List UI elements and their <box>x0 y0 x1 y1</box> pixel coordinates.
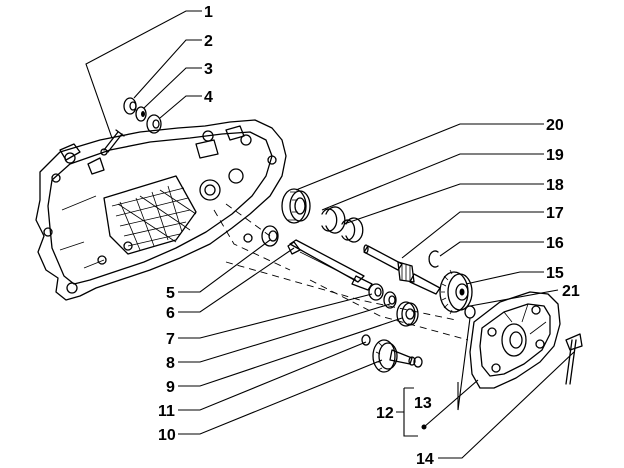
crankcase-housing <box>35 119 287 301</box>
label-5: 5 <box>166 285 175 302</box>
label-3: 3 <box>204 61 213 78</box>
label-10: 10 <box>158 427 176 444</box>
part-clip-16 <box>428 250 439 268</box>
part-seal-4 <box>146 114 162 134</box>
label-15: 15 <box>546 265 564 282</box>
assembly-lines <box>213 203 469 341</box>
part-bearing-9 <box>396 301 419 327</box>
part-nut-2 <box>123 97 137 115</box>
label-14: 14 <box>416 451 434 468</box>
label-11: 11 <box>158 403 175 420</box>
part-gear-10 <box>372 339 416 373</box>
label-21: 21 <box>562 283 580 300</box>
label-4: 4 <box>204 89 213 106</box>
label-7: 7 <box>166 331 175 348</box>
label-12: 12 <box>376 405 394 422</box>
part-washer-7 <box>368 283 384 301</box>
label-20: 20 <box>546 117 564 134</box>
part-bearing-20 <box>281 188 311 224</box>
label-13: 13 <box>414 395 432 412</box>
label-6: 6 <box>166 305 175 322</box>
part-circlip-18 <box>341 217 364 243</box>
label-17: 17 <box>546 205 564 222</box>
part-bearing-5 <box>261 225 279 247</box>
part-cover-12 <box>469 291 561 389</box>
part-ring-8 <box>383 291 397 309</box>
label-18: 18 <box>546 177 564 194</box>
part-gear-15 <box>439 269 473 315</box>
label-8: 8 <box>166 355 175 372</box>
leader-lines <box>85 10 575 459</box>
part-screw-14 <box>565 333 583 385</box>
part-ring-3 <box>135 106 147 122</box>
part-washer-11 <box>361 334 423 368</box>
label-1: 1 <box>204 4 213 21</box>
part-bolt-1 <box>100 129 125 156</box>
label-2: 2 <box>204 33 213 50</box>
part-gear-shaft-17 <box>363 244 441 295</box>
part-labels: 1 2 3 4 5 6 7 8 9 10 11 12 13 14 15 16 1… <box>158 4 580 468</box>
part-washer-21 <box>464 305 476 319</box>
part-circlip-19 <box>321 206 346 234</box>
label-9: 9 <box>166 379 175 396</box>
label-19: 19 <box>546 147 564 164</box>
label-16: 16 <box>546 235 564 252</box>
part-shaft-6 <box>287 239 373 291</box>
